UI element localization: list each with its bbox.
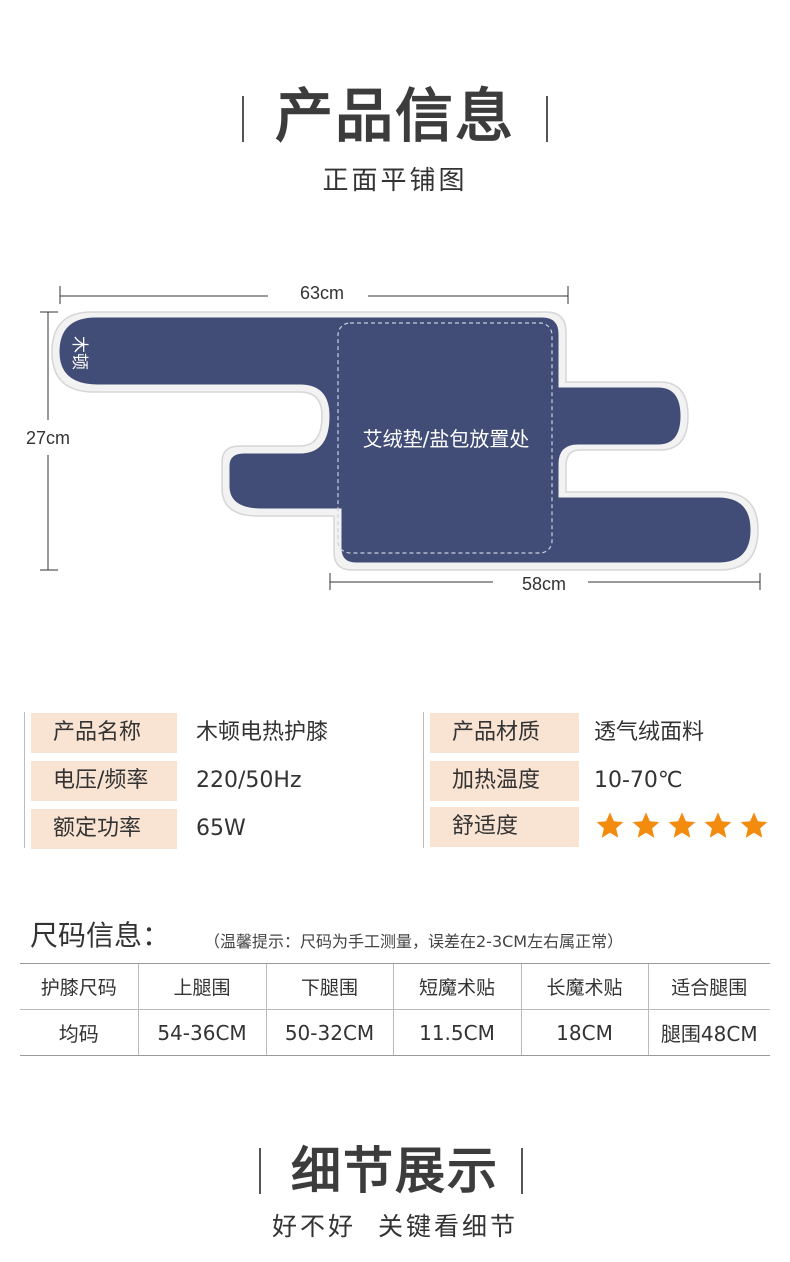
width-label: 63cm: [300, 283, 344, 303]
size-header-cell: 适合腿围: [647, 963, 770, 1010]
size-header-cell: 护膝尺码: [20, 963, 138, 1010]
info-label-product-name: 产品名称: [31, 713, 177, 753]
info-divider-middle: [423, 712, 424, 848]
brand-logo-text: 木顿: [69, 336, 89, 370]
info-label-comfort: 舒适度: [430, 807, 579, 847]
brand-logo: 木顿: [69, 336, 89, 370]
star-icon: [668, 812, 696, 838]
size-header-cell: 短魔术贴: [392, 963, 521, 1010]
comfort-rating-stars: [594, 810, 770, 842]
info-value-material: 透气绒面料: [594, 720, 705, 745]
pad-pocket-area: [337, 322, 553, 554]
title-bar-right: [546, 96, 548, 142]
height-label: 27cm: [26, 428, 70, 448]
product-flat-diagram: 63cm 27cm 58cm 艾绒垫/盐包放置处 木顿: [26, 283, 761, 594]
star-icon: [704, 812, 732, 838]
size-table: 护膝尺码 上腿围 下腿围 短魔术贴 长魔术贴 适合腿围 均码 54-36CM 5…: [20, 963, 770, 1056]
info-value-product-name: 木顿电热护膝: [196, 720, 329, 745]
info-value-temperature: 10-70℃: [594, 768, 683, 793]
info-label-voltage: 电压/频率: [31, 761, 177, 801]
size-cell: 54-36CM: [137, 1009, 266, 1056]
size-header-cell: 下腿围: [265, 963, 393, 1010]
info-label-power: 额定功率: [31, 809, 177, 849]
pocket-label: 艾绒垫/盐包放置处: [363, 427, 530, 451]
size-cell: 腿围48CM: [647, 1009, 770, 1056]
section-title-details: 细节展示: [291, 1142, 499, 1200]
title2-bar-right: [521, 1148, 523, 1194]
star-icon: [596, 812, 624, 838]
section-title-product-info: 产品信息: [274, 82, 515, 150]
info-label-temperature: 加热温度: [430, 761, 579, 801]
size-header-cell: 长魔术贴: [520, 963, 648, 1010]
star-icon: [740, 812, 768, 838]
size-header-cell: 上腿围: [137, 963, 266, 1010]
size-info-title: 尺码信息：: [30, 919, 171, 952]
size-cell: 均码: [20, 1009, 138, 1056]
bottom-width-label: 58cm: [522, 574, 566, 594]
title-bar-left: [242, 96, 244, 142]
size-table-header-row: 护膝尺码 上腿围 下腿围 短魔术贴 长魔术贴 适合腿围: [20, 963, 770, 1010]
section-subtitle-flat-view: 正面平铺图: [322, 166, 468, 196]
title2-bar-left: [259, 1148, 261, 1194]
size-info-tip: （温馨提示：尺码为手工测量，误差在2-3CM左右属正常）: [204, 932, 624, 951]
size-table-row: 均码 54-36CM 50-32CM 11.5CM 18CM 腿围48CM: [20, 1009, 770, 1056]
size-cell: 50-32CM: [265, 1009, 393, 1056]
info-label-material: 产品材质: [430, 713, 579, 753]
star-icon: [632, 812, 660, 838]
section-subtitle-details: 好不好 关键看细节: [272, 1212, 518, 1241]
info-value-power: 65W: [196, 816, 246, 841]
dimension-lines: [40, 286, 761, 590]
size-cell: 11.5CM: [392, 1009, 521, 1056]
size-cell: 18CM: [520, 1009, 648, 1056]
info-value-voltage: 220/50Hz: [196, 768, 302, 793]
knee-pad-shape: [59, 317, 751, 563]
info-divider-left: [24, 712, 25, 848]
